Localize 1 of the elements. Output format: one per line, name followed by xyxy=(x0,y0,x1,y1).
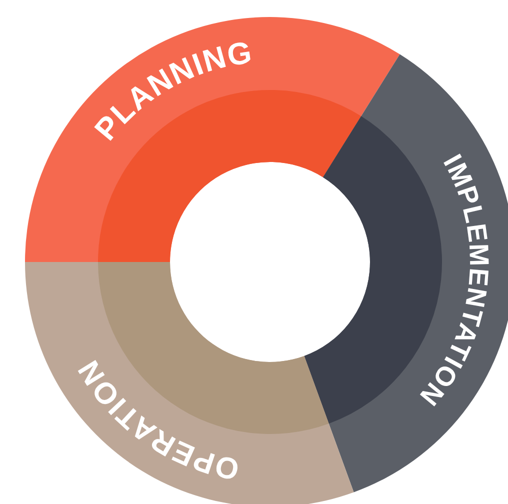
cycle-segment xyxy=(304,54,508,492)
